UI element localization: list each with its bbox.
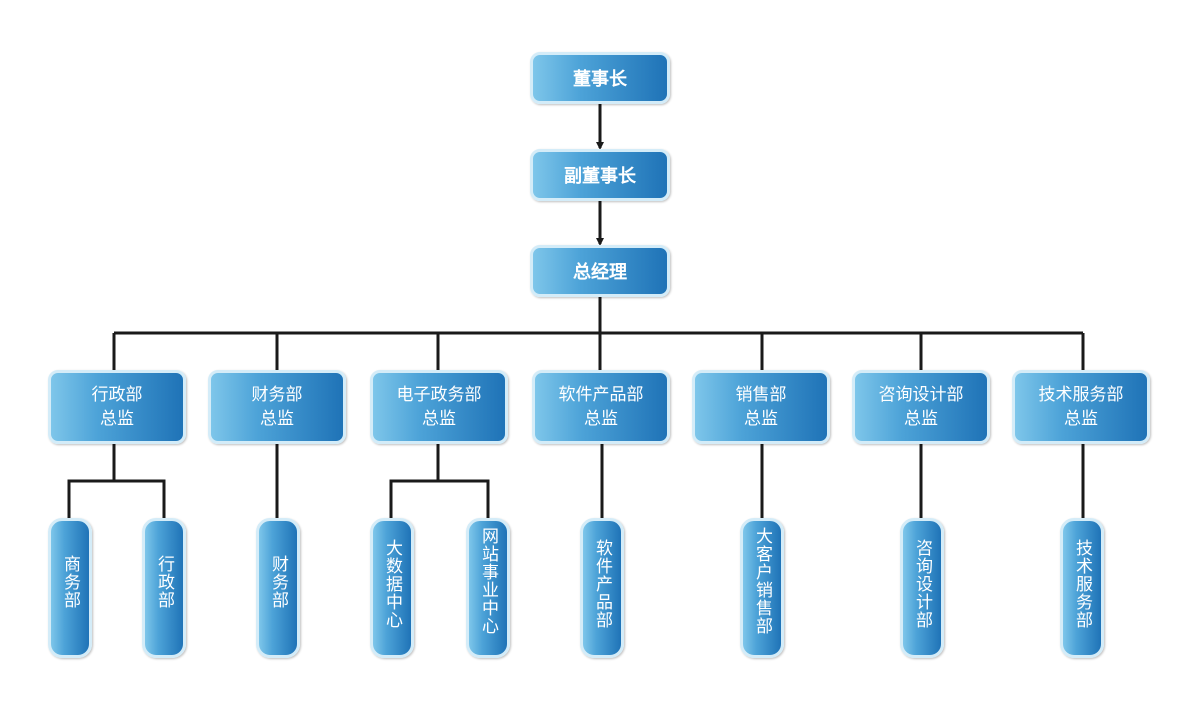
sub-admin: 行政部 xyxy=(142,518,186,658)
dept-title: 总监 xyxy=(100,409,134,429)
chairman-box: 董事长 xyxy=(530,52,670,104)
sub-label: 技术服务部 xyxy=(1072,539,1092,629)
general-manager-label: 总经理 xyxy=(573,262,627,283)
sub-key-account-sales: 大客户销售部 xyxy=(740,518,784,658)
dept-software-director: 软件产品部 总监 xyxy=(532,370,670,444)
sub-consulting: 咨询设计部 xyxy=(900,518,944,658)
sub-label: 行政部 xyxy=(154,555,174,609)
sub-label: 大数据中心 xyxy=(382,539,402,629)
dept-finance-director: 财务部 总监 xyxy=(208,370,346,444)
dept-name: 财务部 xyxy=(251,385,303,405)
sub-website: 网站事业中心 xyxy=(466,518,510,658)
dept-consulting-director: 咨询设计部 总监 xyxy=(852,370,990,444)
dept-title: 总监 xyxy=(422,409,456,429)
sub-label: 大客户销售部 xyxy=(752,527,772,635)
sub-bigdata: 大数据中心 xyxy=(370,518,414,658)
sub-label: 财务部 xyxy=(268,555,288,609)
sub-label: 软件产品部 xyxy=(592,539,612,629)
sub-techservice: 技术服务部 xyxy=(1060,518,1104,658)
dept-name: 行政部 xyxy=(91,385,143,405)
sub-finance: 财务部 xyxy=(256,518,300,658)
dept-title: 总监 xyxy=(260,409,294,429)
sub-label: 咨询设计部 xyxy=(912,539,932,629)
chairman-label: 董事长 xyxy=(573,69,627,90)
dept-admin-director: 行政部 总监 xyxy=(48,370,186,444)
dept-sales-director: 销售部 总监 xyxy=(692,370,830,444)
dept-techservice-director: 技术服务部 总监 xyxy=(1012,370,1150,444)
general-manager-box: 总经理 xyxy=(530,245,670,297)
dept-egov-director: 电子政务部 总监 xyxy=(370,370,508,444)
dept-title: 总监 xyxy=(904,409,938,429)
sub-label: 网站事业中心 xyxy=(478,527,498,635)
dept-title: 总监 xyxy=(744,409,778,429)
sub-commerce: 商务部 xyxy=(48,518,92,658)
dept-name: 软件产品部 xyxy=(558,385,644,405)
dept-name: 销售部 xyxy=(735,385,787,405)
dept-name: 电子政务部 xyxy=(396,385,482,405)
dept-title: 总监 xyxy=(1064,409,1098,429)
vice-chairman-box: 副董事长 xyxy=(530,149,670,201)
dept-name: 技术服务部 xyxy=(1038,385,1124,405)
dept-name: 咨询设计部 xyxy=(878,385,964,405)
vice-chairman-label: 副董事长 xyxy=(564,166,636,187)
dept-title: 总监 xyxy=(584,409,618,429)
sub-software: 软件产品部 xyxy=(580,518,624,658)
sub-label: 商务部 xyxy=(60,555,80,609)
